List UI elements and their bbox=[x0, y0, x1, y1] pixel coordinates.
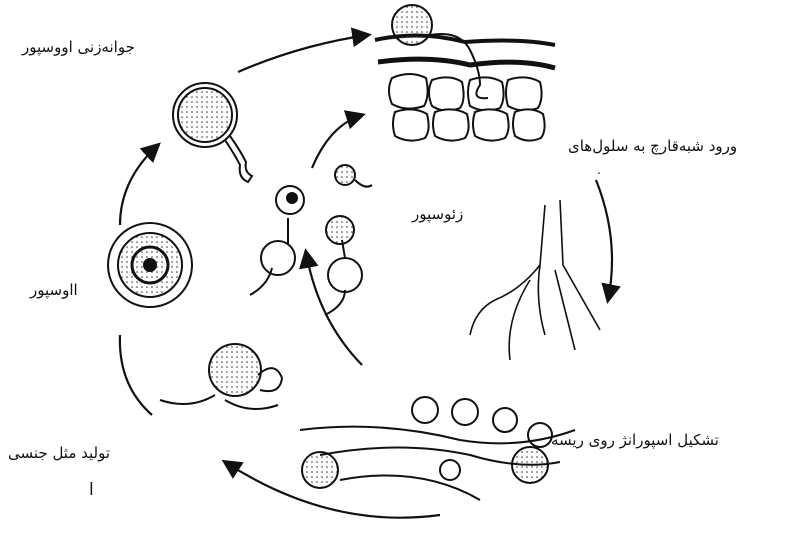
label-oospore-germination: جوانه‌زنی اووسپور bbox=[22, 38, 135, 56]
label-oospore: ااوسپور bbox=[30, 281, 78, 299]
germinating-oospore bbox=[173, 83, 252, 182]
arrow-germ-to-entry bbox=[238, 35, 368, 72]
arrow-left-up bbox=[120, 145, 158, 225]
arrow-inner-right bbox=[312, 115, 362, 168]
label-zoospore: زئوسپور bbox=[412, 205, 463, 223]
zoospore-stages bbox=[250, 165, 372, 315]
arrow-root-down bbox=[596, 180, 612, 300]
label-sporangium-formation: تشکیل اسپورانژ روی ریسه bbox=[551, 431, 719, 449]
label-sexual-reproduction: تولید مثل جنسی bbox=[8, 444, 110, 462]
host-tissue-cells bbox=[375, 35, 555, 140]
plant-root bbox=[470, 200, 600, 360]
sporangia-on-hyphae bbox=[300, 397, 575, 500]
label-entry-continuation: . bbox=[597, 163, 601, 177]
arc-left-lower bbox=[120, 335, 152, 415]
label-marker: ا bbox=[89, 480, 94, 500]
oogonium-antheridium bbox=[160, 344, 282, 409]
oospore bbox=[108, 223, 192, 307]
label-entry-into-cells: ورود شبه‌قارچ به سلول‌های bbox=[568, 137, 737, 155]
